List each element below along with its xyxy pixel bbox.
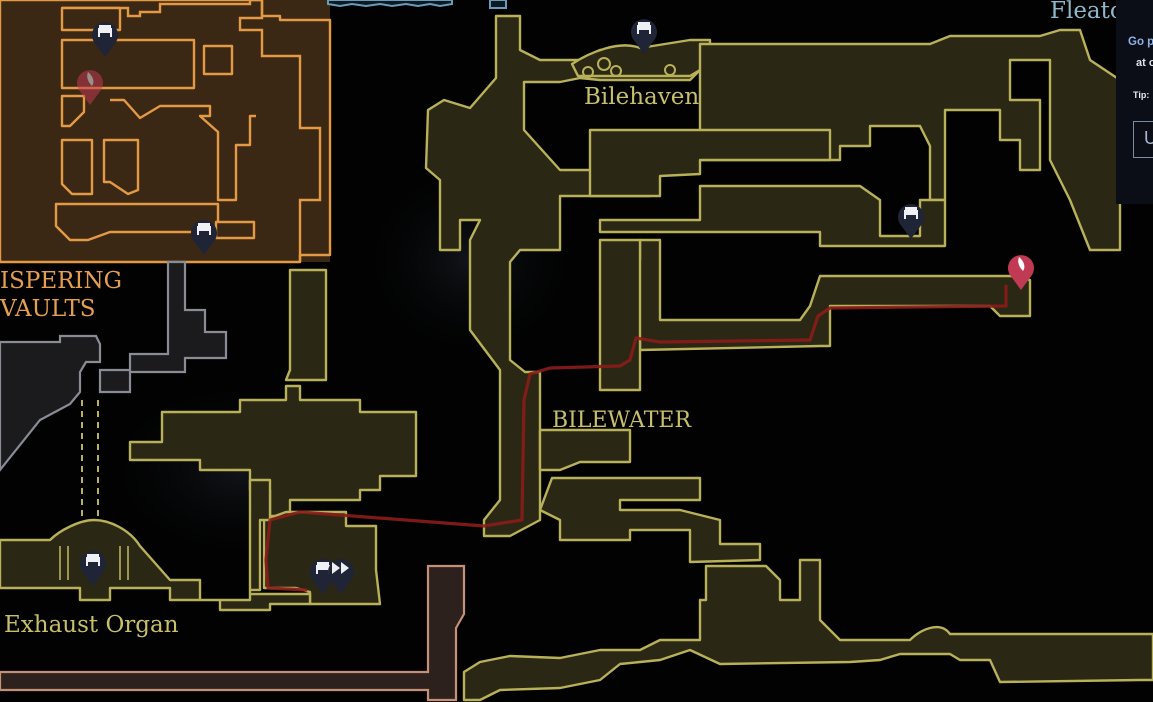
area-label-exhaust-organ: Exhaust Organ bbox=[4, 612, 179, 638]
region-bilewater bbox=[0, 14, 1153, 702]
bench-icon bbox=[898, 204, 924, 239]
bench-icon bbox=[631, 19, 657, 54]
bench-marker[interactable] bbox=[78, 545, 108, 587]
region-pink bbox=[0, 564, 466, 702]
region-whispering-vaults bbox=[0, 0, 332, 264]
region-grey bbox=[0, 260, 228, 530]
region-blue-top bbox=[327, 0, 507, 9]
info-panel: Go p at o Tip: U bbox=[1116, 0, 1153, 204]
panel-tip: Tip: bbox=[1133, 90, 1150, 100]
fast-travel-marker[interactable] bbox=[326, 553, 356, 595]
bench-marker[interactable] bbox=[629, 13, 659, 55]
panel-instruction: Go p bbox=[1128, 36, 1153, 48]
area-label-bilewater: BILEWATER bbox=[552, 408, 692, 433]
bench-icon bbox=[191, 220, 217, 255]
area-label-fleato: Fleato bbox=[1050, 0, 1124, 24]
panel-button[interactable]: U bbox=[1133, 121, 1153, 158]
feather-icon bbox=[1008, 255, 1034, 290]
destination-marker-faded[interactable] bbox=[75, 64, 105, 106]
bench-icon bbox=[80, 551, 106, 586]
area-label-vaults: VAULTS bbox=[0, 296, 96, 322]
feather-icon bbox=[77, 70, 103, 105]
bench-marker[interactable] bbox=[896, 198, 926, 240]
panel-instruction-2: at o bbox=[1136, 57, 1153, 69]
bench-marker[interactable] bbox=[90, 16, 120, 58]
area-label-whispering: ISPERING bbox=[0, 268, 123, 294]
fast-forward-icon bbox=[328, 559, 354, 594]
destination-marker[interactable] bbox=[1006, 249, 1036, 291]
bench-marker[interactable] bbox=[189, 214, 219, 256]
route-path bbox=[264, 284, 1008, 592]
area-label-bilehaven: Bilehaven bbox=[584, 84, 700, 110]
bench-icon bbox=[92, 22, 118, 57]
